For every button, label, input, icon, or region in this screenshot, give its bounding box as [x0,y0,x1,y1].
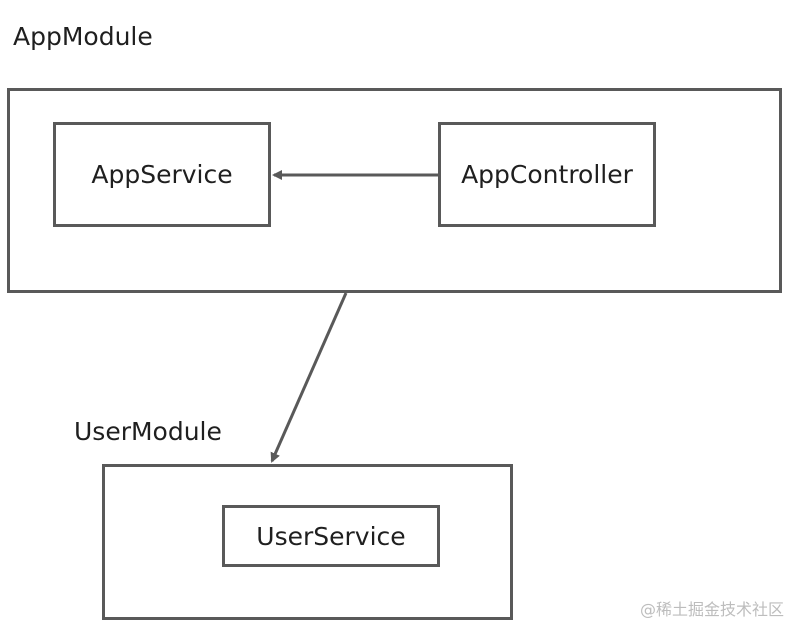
app-service-node: AppService [53,122,271,227]
user-service-label: UserService [256,521,406,551]
app-controller-node: AppController [438,122,656,227]
app-service-label: AppService [91,160,233,189]
edge-appmodule-to-usermodule [270,292,348,463]
user-module-label: UserModule [74,417,222,446]
app-module-label: AppModule [13,22,153,51]
user-service-node: UserService [222,505,440,567]
watermark: @稀土掘金技术社区 [639,600,784,619]
app-controller-label: AppController [461,160,633,189]
